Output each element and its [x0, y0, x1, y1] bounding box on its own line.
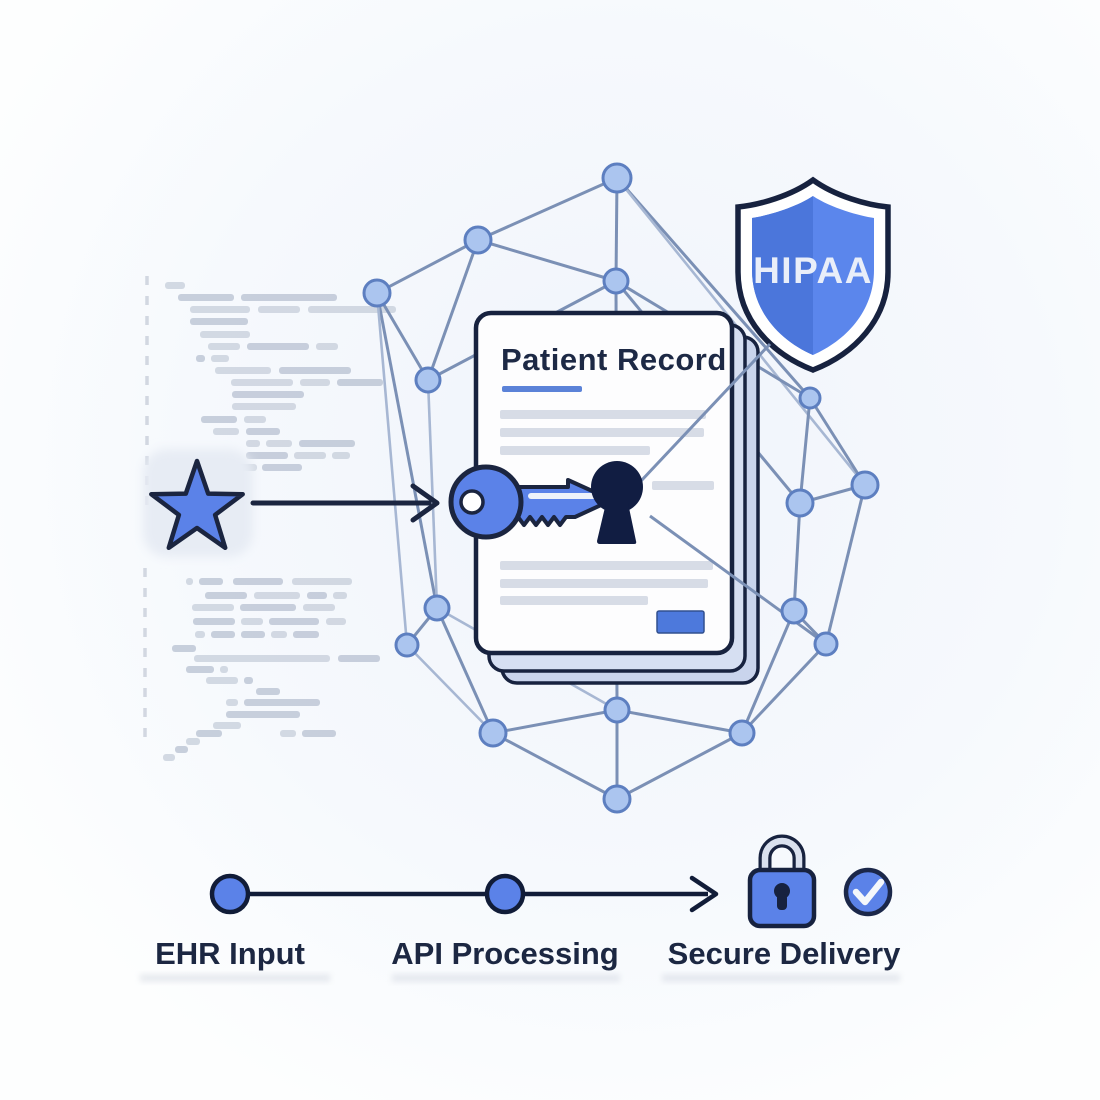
title-underline	[502, 386, 582, 392]
document-title: Patient Record	[501, 342, 727, 377]
check-circle-icon	[843, 867, 893, 917]
shield-hipaa-icon: HIPAA	[735, 176, 891, 373]
arrow-right-icon	[250, 483, 440, 523]
keyhole-icon	[591, 461, 643, 544]
flow-label-api-processing: API Processing	[391, 936, 618, 971]
flow-dot-api	[484, 873, 526, 915]
source-tile	[143, 449, 253, 557]
code-snippet-top	[145, 276, 396, 508]
flow-label-secure-delivery: Secure Delivery	[668, 936, 901, 971]
flow-dot-ehr	[209, 873, 251, 915]
key-icon	[448, 464, 614, 540]
star-icon	[149, 458, 245, 551]
lock-icon	[747, 834, 817, 929]
shield-label: HIPAA	[753, 250, 873, 291]
document-button	[656, 610, 705, 634]
flow-label-ehr-input: EHR Input	[155, 936, 305, 971]
process-flow: EHR Input API Processing Secure Delivery	[140, 834, 901, 982]
code-snippet-bottom	[143, 568, 380, 761]
label-ghost-artifacts	[140, 974, 900, 982]
flow-arrow-icon	[689, 875, 719, 913]
mesh-nodes	[362, 162, 880, 814]
